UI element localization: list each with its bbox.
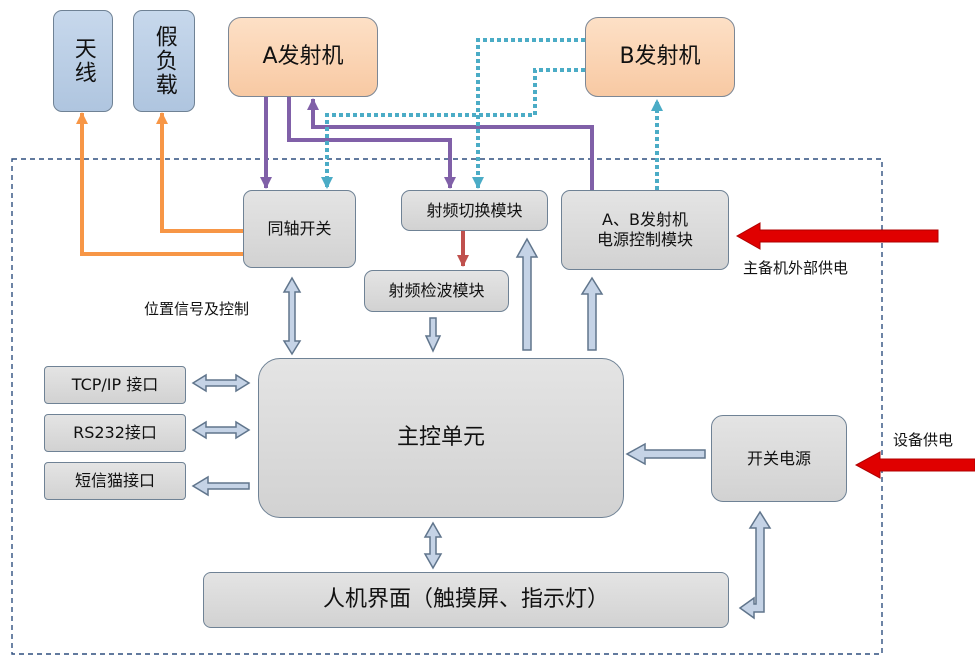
rs232-bidir-arrow bbox=[191, 420, 251, 440]
psu-to-main-arrow bbox=[625, 442, 706, 466]
device-power-arrow bbox=[854, 451, 975, 479]
purple-line-power-to-a bbox=[307, 98, 594, 190]
purple-line-a-to-rf-switch bbox=[287, 97, 456, 189]
coax-main-bidir-arrow bbox=[282, 276, 302, 356]
rs232-interface-node: RS232接口 bbox=[44, 414, 186, 452]
ext-power-label: 主备机外部供电 bbox=[743, 259, 849, 277]
tx-a-label: A发射机 bbox=[262, 44, 344, 70]
sms-modem-interface-node: 短信猫接口 bbox=[44, 462, 186, 500]
rf-detect-module-label: 射频检波模块 bbox=[388, 281, 485, 300]
position-signal-label: 位置信号及控制 bbox=[144, 300, 250, 318]
dummy-load-node: 假负载 bbox=[133, 10, 195, 112]
coax-switch-node: 同轴开关 bbox=[243, 190, 356, 268]
power-control-line1: A、B发射机 bbox=[602, 210, 688, 229]
main-control-label: 主控单元 bbox=[396, 425, 485, 451]
hmi-node: 人机界面（触摸屏、指示灯） bbox=[203, 572, 729, 628]
switching-psu-label: 开关电源 bbox=[746, 448, 811, 468]
tcpip-interface-node: TCP/IP 接口 bbox=[44, 366, 186, 404]
orange-line-antenna bbox=[76, 112, 245, 256]
tcpip-bidir-arrow bbox=[191, 373, 251, 393]
power-control-line2: 电源控制模块 bbox=[596, 230, 693, 249]
rf-switch-module-label: 射频切换模块 bbox=[426, 200, 523, 220]
antenna-node: 天线 bbox=[53, 10, 113, 112]
rs232-label: RS232接口 bbox=[73, 423, 157, 442]
sms-modem-label: 短信猫接口 bbox=[74, 471, 155, 490]
rf-switch-module-node: 射频切换模块 bbox=[401, 190, 548, 231]
sms-out-arrow bbox=[191, 475, 250, 497]
main-to-power-ctrl-arrow bbox=[580, 276, 604, 351]
coax-switch-label: 同轴开关 bbox=[267, 219, 332, 238]
switching-psu-node: 开关电源 bbox=[711, 415, 847, 502]
antenna-label: 天线 bbox=[70, 37, 96, 85]
device-power-label: 设备供电 bbox=[893, 431, 954, 449]
psu-hmi-elbow-arrow bbox=[738, 510, 772, 620]
cyan-line-b-to-coax bbox=[321, 68, 585, 189]
tcpip-label: TCP/IP 接口 bbox=[71, 375, 159, 394]
orange-line-dummy-load bbox=[156, 112, 245, 233]
cyan-line-b-to-rf-switch bbox=[472, 38, 585, 189]
hmi-label: 人机界面（触摸屏、指示灯） bbox=[322, 587, 609, 613]
detect-to-main-arrow bbox=[424, 317, 442, 353]
system-boundary bbox=[11, 158, 883, 655]
tx-a-node: A发射机 bbox=[228, 17, 378, 97]
power-control-module-node: A、B发射机 电源控制模块 bbox=[561, 190, 729, 270]
ext-power-arrow bbox=[735, 222, 939, 250]
rf-detect-module-node: 射频检波模块 bbox=[364, 270, 509, 312]
main-hmi-bidir-arrow bbox=[423, 521, 443, 570]
tx-b-label: B发射机 bbox=[619, 44, 701, 70]
main-to-rf-switch-arrow bbox=[515, 237, 539, 351]
main-control-unit-node: 主控单元 bbox=[258, 358, 624, 518]
dummy-load-label: 假负载 bbox=[151, 25, 177, 97]
tx-b-node: B发射机 bbox=[585, 17, 735, 97]
